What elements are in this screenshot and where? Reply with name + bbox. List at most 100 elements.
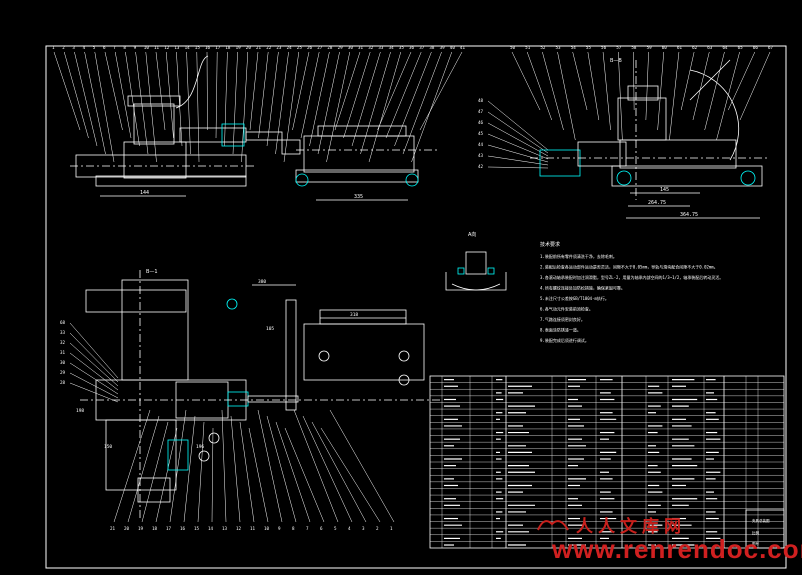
tech-item-6: 6.各气动元件安装前须检查。: [540, 306, 593, 312]
top-bottom-callout-16: 16: [180, 526, 186, 531]
top-bottom-callout-21: 21: [110, 526, 116, 531]
tech-item-3: 3.各滚动轴承装配时加注润滑脂，型号ZL-2，用量为轴承内部空间的1/3~1/2…: [540, 274, 723, 280]
top-cylinder-head: [227, 391, 249, 407]
top-bottom-callout-1: 1: [390, 526, 393, 531]
front-callout-36: 36: [409, 45, 415, 50]
drawing-border: [45, 45, 787, 569]
front-callout-5: 5: [93, 45, 96, 50]
side-callout-52: 52: [540, 45, 546, 50]
front-callout-40: 40: [450, 45, 456, 50]
top-bottom-callout-6: 6: [320, 526, 323, 531]
side-callout-60: 60: [662, 45, 668, 50]
top-bottom-callout-19: 19: [138, 526, 144, 531]
top-bottom-callout-8: 8: [292, 526, 295, 531]
side-left-callout-46: 46: [478, 120, 484, 125]
front-rod-end: [281, 139, 301, 155]
front-callout-20: 20: [246, 45, 252, 50]
tech-requirements-title: 技术要求: [540, 241, 560, 248]
top-bottom-callout-14: 14: [208, 526, 214, 531]
side-view-leaders: [487, 51, 771, 169]
front-callout-41: 41: [460, 45, 466, 50]
top-bottom-callout-12: 12: [236, 526, 242, 531]
front-callout-14: 14: [185, 45, 191, 50]
top-view-leaders: [69, 322, 395, 523]
detail-a-stem: [465, 251, 487, 275]
side-callout-51: 51: [525, 45, 531, 50]
front-callout-7: 7: [113, 45, 116, 50]
front-piston-rod: [245, 131, 283, 141]
side-rail: [611, 165, 763, 187]
top-bottom-callout-11: 11: [250, 526, 256, 531]
side-callout-57: 57: [616, 45, 622, 50]
top-bolt-6: [198, 450, 210, 462]
front-column-cap: [127, 95, 181, 107]
side-callout-62: 62: [692, 45, 698, 50]
front-view-leaders: [53, 51, 463, 163]
front-dim-right: 335: [354, 194, 363, 200]
front-slide-body: [123, 141, 187, 179]
front-wheel-left: [295, 173, 309, 187]
top-guide: [285, 299, 297, 411]
front-callout-27: 27: [317, 45, 323, 50]
side-left-callout-44: 44: [478, 142, 484, 147]
top-left-callout-29: 29: [60, 370, 66, 375]
side-dim-overall: 364.75: [680, 212, 698, 218]
top-bottom-callout-5: 5: [334, 526, 337, 531]
side-callout-61: 61: [677, 45, 683, 50]
front-column: [133, 103, 175, 145]
tech-requirements-list: 1.装配前所有零件须清洗干净，去除毛刺。2.装配后检查各运动部件运动是否灵活，间…: [540, 253, 723, 343]
tech-item-8: 8.表面涂防锈漆一道。: [540, 327, 581, 333]
top-bolt-3: [398, 374, 410, 386]
side-callout-67: 67: [768, 45, 774, 50]
top-left-callout-31: 31: [60, 350, 66, 355]
side-dim-wide: 264.75: [648, 200, 666, 206]
front-callout-35: 35: [399, 45, 405, 50]
title-block: [745, 509, 785, 549]
front-callout-17: 17: [215, 45, 221, 50]
top-bottom-callout-13: 13: [222, 526, 228, 531]
detail-a-pin-left: [457, 267, 465, 275]
side-left-callout-48: 48: [478, 98, 484, 103]
top-bolt-2: [398, 350, 410, 362]
front-callout-21: 21: [256, 45, 262, 50]
front-callout-30: 30: [348, 45, 354, 50]
top-bottom-callout-20: 20: [124, 526, 130, 531]
side-section-label: B—B: [610, 58, 622, 64]
top-dim-105: 105: [266, 326, 274, 332]
front-wheel-right: [405, 173, 419, 187]
front-callout-15: 15: [195, 45, 201, 50]
front-callout-6: 6: [103, 45, 106, 50]
side-callout-65: 65: [738, 45, 744, 50]
front-callout-33: 33: [378, 45, 384, 50]
side-callout-66: 66: [753, 45, 759, 50]
top-left-callout-32: 32: [60, 340, 66, 345]
front-hose: [175, 55, 209, 109]
front-callout-25: 25: [297, 45, 303, 50]
front-callout-10: 10: [144, 45, 150, 50]
side-wheel-left: [616, 170, 632, 186]
front-callout-3: 3: [72, 45, 75, 50]
front-callout-39: 39: [440, 45, 446, 50]
front-right-top: [317, 125, 407, 137]
front-view: [53, 51, 463, 201]
front-callout-24: 24: [287, 45, 293, 50]
side-left-callout-47: 47: [478, 109, 484, 114]
front-callout-37: 37: [419, 45, 425, 50]
top-bottom-callout-7: 7: [306, 526, 309, 531]
front-callout-32: 32: [368, 45, 374, 50]
side-wheel-right: [740, 170, 756, 186]
title-block-scale: 比例: [752, 530, 760, 535]
side-clamp-top: [627, 85, 659, 101]
top-column: [121, 279, 189, 381]
top-bolt-1: [226, 298, 238, 310]
front-callout-38: 38: [429, 45, 435, 50]
side-clamp-body: [617, 97, 667, 141]
side-callout-53: 53: [556, 45, 562, 50]
top-right-fixture: [303, 323, 425, 381]
tech-item-5: 5.未注尺寸公差按GB/T1804-m执行。: [540, 295, 609, 301]
